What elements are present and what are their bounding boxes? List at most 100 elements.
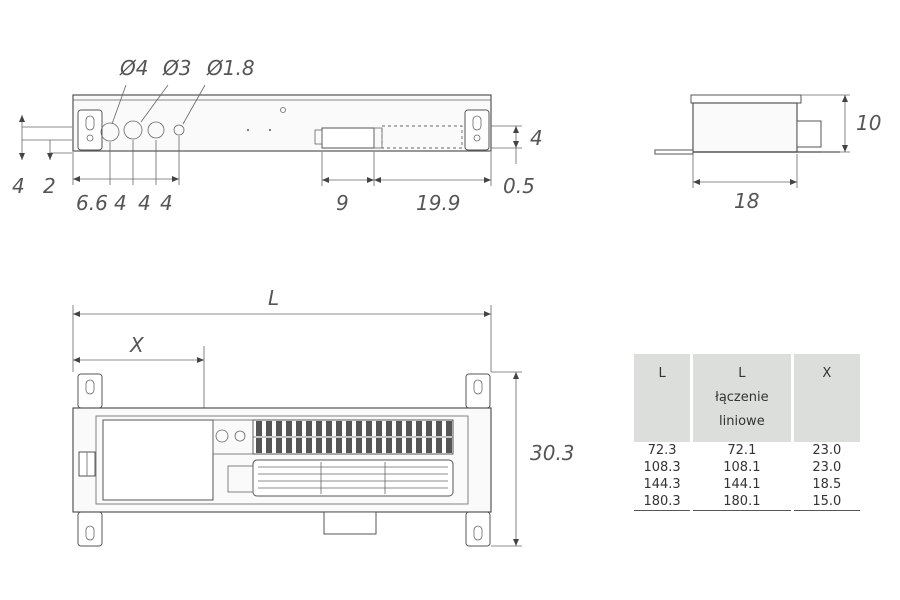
dim-bottom-66: 6.6 [76,191,108,215]
dim-199: 19.9 [416,191,461,215]
hole-label-d4: Ø4 [119,56,148,80]
front-bracket-bottom-right [465,511,491,547]
table-cell: 72.3 [647,443,677,458]
heat-exchanger-fins [256,421,452,453]
connection-box-extended [381,125,463,149]
fin [436,421,442,436]
dim-height-303: 30.3 [530,441,575,465]
dim-9: 9 [336,191,349,215]
dim-X: X [129,333,145,357]
dimensions-table: L L łączenie liniowe X 72.3 72.1 23.0 108.3… [634,354,860,511]
front-bracket-top-right [465,373,491,409]
fin [296,421,302,436]
table-header-row: L L łączenie liniowe X [634,354,860,442]
fin [416,421,422,436]
dim-bottom-4b: 4 [138,191,151,215]
top-view-body [72,94,492,152]
fin [376,438,382,453]
valve-assembly [212,419,254,455]
fin [426,438,432,453]
header-L-linear: L łączenie liniowe [692,354,791,442]
hole-d3 [123,120,143,140]
fin [346,421,352,436]
header-X: X [793,354,860,442]
fin [316,421,322,436]
fin [346,438,352,453]
side-view-body [692,102,798,153]
fin [336,421,342,436]
fin [376,421,382,436]
fin [266,438,272,453]
hole-label-d18: Ø1.8 [206,56,255,80]
table-cell: 15.0 [793,493,860,511]
table-cell: 108.3 [643,460,681,475]
fin [386,421,392,436]
fin [356,421,362,436]
hole-d18 [173,124,185,136]
table-row: 72.3 72.1 23.0 [634,442,860,459]
fin [406,438,412,453]
control-box [102,419,214,501]
front-view: L X [72,286,575,547]
dim-side-18: 18 [734,189,759,213]
fin [326,438,332,453]
front-bracket-bottom-left [77,511,103,547]
fin [366,421,372,436]
fin [416,438,422,453]
fin [276,438,282,453]
table-cell: 18.5 [812,477,842,492]
side-view-connector [796,120,822,148]
front-connection-box [323,511,377,535]
dim-05: 0.5 [503,174,535,198]
fin [306,438,312,453]
header-L: L [634,354,691,442]
table-cell: 23.0 [812,460,842,475]
top-view: Ø4 Ø3 Ø1.8 4 2 6.6 4 4 4 9 19.9 0.5 [12,56,543,215]
fin [386,438,392,453]
connection-box [321,127,375,149]
dim-side-10: 10 [856,111,881,135]
hole-d4 [100,122,120,142]
dim-L: L [268,286,279,310]
fan-unit [252,459,454,497]
table-cell: 180.1 [692,493,791,511]
fin [296,438,302,453]
fin [406,421,412,436]
dim-left-2: 2 [43,174,56,198]
fin [266,421,272,436]
fin [286,421,292,436]
hole-label-d3: Ø3 [162,56,191,80]
fin [326,421,332,436]
fin [396,438,402,453]
table-cell: 72.1 [727,443,757,458]
fin [446,438,452,453]
hole-d3-b [147,121,165,139]
fin [276,421,282,436]
front-bracket-top-left [77,373,103,409]
fin [316,438,322,453]
fin [396,421,402,436]
fin [256,438,262,453]
dim-left-4: 4 [12,174,25,198]
fin [426,421,432,436]
table-cell: 180.3 [634,493,691,511]
fin [356,438,362,453]
fin [336,438,342,453]
dim-right-4: 4 [530,126,543,150]
table-cell: 144.1 [723,477,761,492]
table-cell: 144.3 [643,477,681,492]
dim-bottom-4c: 4 [160,191,173,215]
table-cell: 108.1 [723,460,761,475]
fin [306,421,312,436]
table-row: 144.3 144.1 18.5 [634,476,860,493]
side-view: 10 18 [654,94,881,213]
fan-motor [227,465,254,493]
table-cell: 23.0 [812,443,842,458]
fin [256,421,262,436]
dim-bottom-4a: 4 [114,191,127,215]
fin [446,421,452,436]
fin [366,438,372,453]
fin [286,438,292,453]
